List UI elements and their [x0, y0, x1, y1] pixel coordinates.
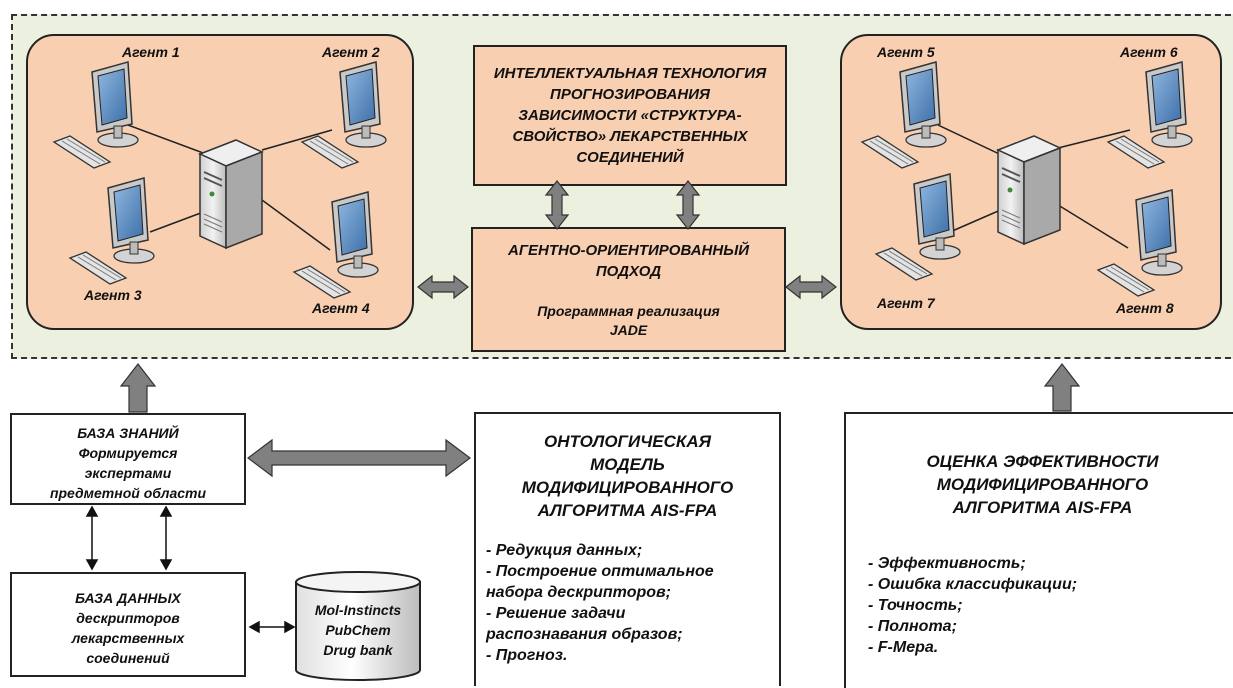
eval-title-3: АЛГОРИТМА AIS-FPA — [952, 498, 1133, 517]
evaluation-box: ОЦЕНКА ЭФФЕКТИВНОСТИ МОДИФИЦИРОВАННОГО А… — [844, 412, 1233, 688]
source-line-3: Drug bank — [323, 642, 393, 658]
double-arrow-icon — [676, 180, 700, 230]
db-source-arrow — [248, 620, 296, 634]
source-line-1: Mol-Instincts — [314, 602, 402, 618]
up-arrow-icon — [119, 363, 157, 413]
evaluation-item: - Эффективность; — [868, 555, 1026, 572]
database-box: БАЗА ДАННЫХ дескрипторов лекарственных с… — [10, 572, 246, 677]
agent-box-line-3: Программная реализация — [537, 302, 720, 319]
ontology-item: - Построение оптимальное — [486, 563, 714, 580]
agent-label: Агент 3 — [84, 287, 142, 303]
evaluation-item: - Ошибка классификации; — [868, 576, 1078, 593]
kb-line-3: экспертами — [84, 465, 172, 481]
ontology-list: - Редукция данных; - Построение оптималь… — [486, 540, 779, 666]
computer-icon — [69, 177, 155, 285]
eval-title-2: МОДИФИЦИРОВАННОГО — [936, 475, 1149, 494]
ontology-box: ОНТОЛОГИЧЕСКАЯ МОДЕЛЬ МОДИФИЦИРОВАННОГО … — [474, 412, 781, 686]
agent-label: Агент 7 — [877, 295, 935, 311]
db-line-2: дескрипторов — [76, 610, 180, 626]
computer-icon — [53, 61, 139, 169]
knowledge-base-box: БАЗА ЗНАНИЙ Формируется экспертами предм… — [10, 413, 246, 505]
double-arrow-icon — [785, 275, 837, 299]
ontology-title-2: МОДЕЛЬ — [590, 455, 665, 474]
ontology-item: распознавания образов; — [486, 626, 683, 643]
tech-box: ИНТЕЛЛЕКТУАЛЬНАЯ ТЕХНОЛОГИЯ ПРОГНОЗИРОВА… — [473, 45, 787, 186]
agent-label: Агент 6 — [1120, 44, 1178, 60]
evaluation-item: - Полнота; — [868, 618, 957, 635]
computer-icon — [293, 191, 379, 299]
sources-text: Mol-Instincts PubChem Drug bank — [296, 600, 420, 660]
ontology-item: - Прогноз. — [486, 647, 568, 664]
evaluation-item: - F-Мера. — [868, 639, 939, 656]
tech-line-1: ИНТЕЛЛЕКТУАЛЬНАЯ ТЕХНОЛОГИЯ — [493, 65, 767, 82]
db-line-1: БАЗА ДАННЫХ — [75, 590, 181, 606]
kb-line-1: БАЗА ЗНАНИЙ — [77, 425, 179, 441]
computer-icon — [1107, 61, 1193, 169]
ontology-title-1: ОНТОЛОГИЧЕСКАЯ — [544, 432, 711, 451]
ontology-item: набора дескрипторов; — [486, 584, 671, 601]
kb-line-2: Формируется — [78, 445, 178, 461]
tech-line-4: СВОЙСТВО» ЛЕКАРСТВЕННЫХ — [512, 128, 748, 145]
agent-box-line-1: АГЕНТНО-ОРИЕНТИРОВАННЫЙ — [507, 241, 749, 259]
database-cylinder-icon — [295, 571, 421, 681]
agent-label: Агент 2 — [322, 44, 380, 60]
server-icon — [997, 135, 1061, 245]
kb-db-arrows — [85, 505, 173, 571]
double-arrow-icon — [417, 275, 469, 299]
ontology-item: - Решение задачи — [486, 605, 626, 622]
ontology-title-3: МОДИФИЦИРОВАННОГО — [521, 478, 734, 497]
up-arrow-icon — [1043, 363, 1081, 412]
double-arrow-icon — [545, 180, 569, 230]
agent-label: Агент 5 — [877, 44, 935, 60]
tech-line-5: СОЕДИНЕНИЙ — [576, 149, 684, 166]
agent-label: Агент 1 — [122, 44, 180, 60]
agent-label: Агент 8 — [1116, 300, 1174, 316]
agent-approach-box: АГЕНТНО-ОРИЕНТИРОВАННЫЙ ПОДХОД Программн… — [471, 227, 786, 352]
evaluation-item: - Точность; — [868, 597, 963, 614]
source-line-2: PubChem — [325, 622, 391, 638]
ontology-title-4: АЛГОРИТМА AIS-FPA — [537, 501, 718, 520]
big-double-arrow-icon — [247, 438, 471, 478]
db-line-4: соединений — [86, 650, 170, 666]
eval-title-1: ОЦЕНКА ЭФФЕКТИВНОСТИ — [926, 452, 1159, 471]
tech-line-2: ПРОГНОЗИРОВАНИЯ — [550, 86, 710, 103]
server-icon — [199, 139, 263, 249]
computer-icon — [301, 61, 387, 169]
computer-icon — [1097, 189, 1183, 297]
evaluation-list: - Эффективность; - Ошибка классификации;… — [868, 553, 1233, 658]
computer-icon — [861, 61, 947, 169]
agent-box-line-2: ПОДХОД — [595, 262, 662, 280]
ontology-item: - Редукция данных; — [486, 542, 643, 559]
db-line-3: лекарственных — [71, 630, 185, 646]
kb-line-4: предметной области — [49, 485, 207, 501]
computer-icon — [875, 173, 961, 281]
tech-line-3: ЗАВИСИМОСТИ «СТРУКТУРА- — [518, 107, 742, 124]
agent-box-line-4: JADE — [609, 321, 648, 338]
agent-label: Агент 4 — [312, 300, 370, 316]
